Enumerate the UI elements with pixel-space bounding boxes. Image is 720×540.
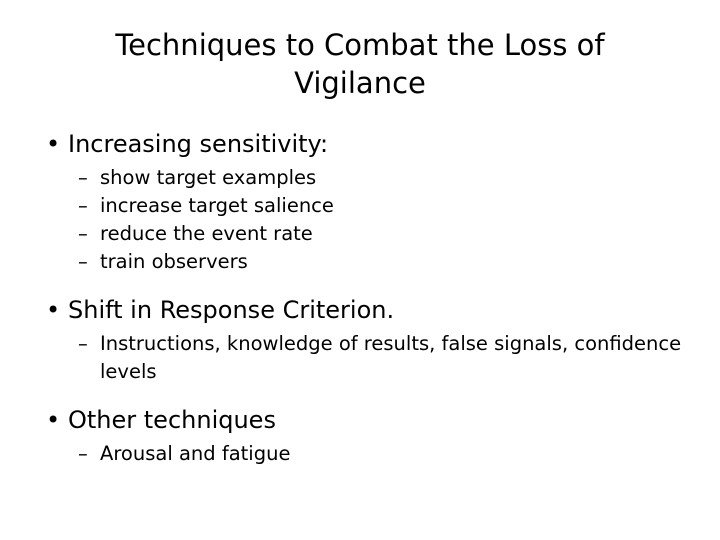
- bullet-dash-icon: –: [78, 442, 88, 465]
- bullet-group-3: • Other techniques – Arousal and fatigue: [38, 404, 682, 468]
- bullet-group-2: • Shift in Response Criterion. – Instruc…: [38, 294, 682, 386]
- bullet-dash-icon: –: [78, 332, 88, 355]
- bullet-group-1: • Increasing sensitivity: – show target …: [38, 128, 682, 276]
- bullet-dot-icon: •: [46, 296, 61, 324]
- slide-title-line-2: Vigilance: [294, 66, 426, 100]
- bullet-level2-label: train observers: [100, 250, 248, 273]
- bullet-level2-label: Instructions, knowledge of results, fals…: [100, 332, 682, 383]
- bullet-level1-heading: • Increasing sensitivity:: [38, 128, 682, 160]
- bullet-level2-item: – increase target salience: [38, 192, 682, 220]
- bullet-dash-icon: –: [78, 194, 88, 217]
- bullet-level2-item: – Instructions, knowledge of results, fa…: [38, 330, 682, 386]
- bullet-level1-heading: • Other techniques: [38, 404, 682, 436]
- bullet-level1-label: Shift in Response Criterion.: [68, 296, 395, 324]
- bullet-dash-icon: –: [78, 222, 88, 245]
- bullet-level2-label: increase target salience: [100, 194, 334, 217]
- bullet-level2-item: – Arousal and fatigue: [38, 440, 682, 468]
- bullet-dash-icon: –: [78, 250, 88, 273]
- group-spacer: [38, 386, 682, 404]
- bullet-dot-icon: •: [46, 130, 61, 158]
- bullet-level2-label: Arousal and fatigue: [100, 442, 291, 465]
- sub-bullet-list: – show target examples – increase target…: [38, 164, 682, 276]
- bullet-level1-label: Increasing sensitivity:: [68, 130, 329, 158]
- group-spacer: [38, 276, 682, 294]
- slide-body: • Increasing sensitivity: – show target …: [38, 128, 682, 468]
- sub-bullet-list: – Instructions, knowledge of results, fa…: [38, 330, 682, 386]
- bullet-level2-item: – reduce the event rate: [38, 220, 682, 248]
- slide-title: Techniques to Combat the Loss of Vigilan…: [40, 26, 680, 102]
- slide-title-line-1: Techniques to Combat the Loss of: [115, 28, 605, 62]
- bullet-level2-label: show target examples: [100, 166, 317, 189]
- bullet-level2-item: – show target examples: [38, 164, 682, 192]
- bullet-dash-icon: –: [78, 166, 88, 189]
- bullet-level1-heading: • Shift in Response Criterion.: [38, 294, 682, 326]
- bullet-dot-icon: •: [46, 406, 61, 434]
- bullet-level1-label: Other techniques: [68, 406, 276, 434]
- bullet-level2-item: – train observers: [38, 248, 682, 276]
- bullet-level2-label: reduce the event rate: [100, 222, 313, 245]
- sub-bullet-list: – Arousal and fatigue: [38, 440, 682, 468]
